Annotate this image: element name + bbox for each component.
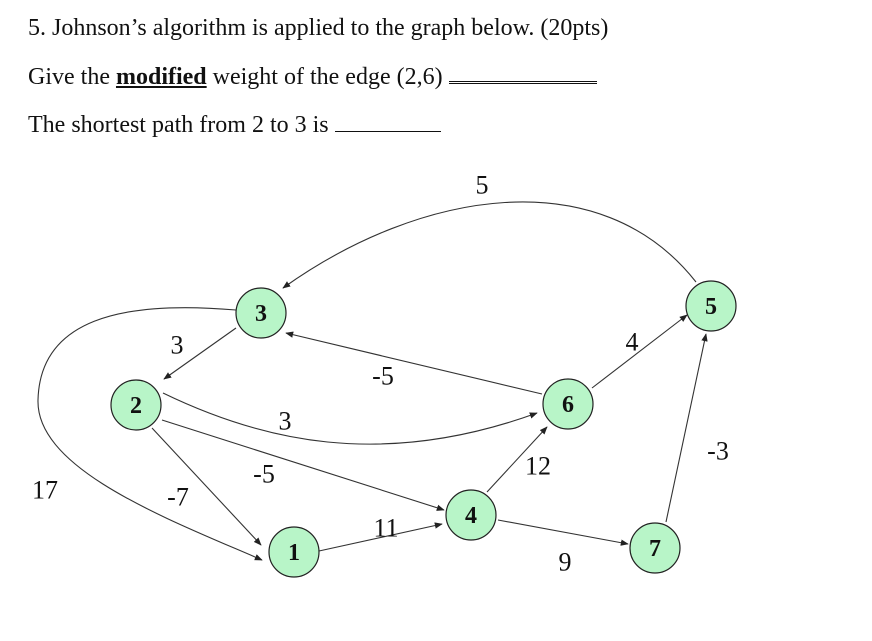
edge-7-5 (665, 333, 708, 523)
weight-label-4-6: 12 (525, 452, 551, 481)
weight-label-3-2: 3 (171, 331, 184, 360)
weight-label-6-3: -5 (372, 362, 394, 391)
node-1-label: 1 (288, 540, 300, 566)
weight-label-7-5: -3 (707, 437, 729, 466)
answer-blank-shortest-path[interactable] (334, 127, 441, 132)
weight-label-5-3: 5 (476, 171, 489, 200)
question-modified-weight: Give the modified weight of the edge (2,… (28, 64, 597, 91)
weight-label-6-5: 4 (626, 328, 639, 357)
answer-blank-modified-weight[interactable] (448, 77, 597, 84)
edge-4-7 (497, 519, 629, 546)
edge-6-3 (285, 331, 543, 395)
edge-3-2 (163, 327, 237, 380)
node-2: 2 (110, 379, 162, 431)
node-6-label: 6 (562, 392, 574, 418)
weight-label-2-6: 3 (279, 407, 292, 436)
node-6: 6 (542, 378, 594, 430)
shortest-path-text: The shortest path from 2 to 3 is (28, 112, 335, 138)
weight-label-3-1: 17 (32, 476, 58, 505)
weight-label-2-4: -5 (253, 460, 275, 489)
weight-label-1-4: 11 (373, 514, 398, 543)
edge-1-4 (318, 522, 443, 552)
edge-2-6 (162, 392, 538, 445)
modified-weight-suffix: weight of the edge (2,6) (206, 64, 449, 90)
node-5: 5 (685, 280, 737, 332)
edge-3-1 (37, 307, 263, 561)
edge-5-3 (282, 201, 697, 289)
question-shortest-path: The shortest path from 2 to 3 is (28, 112, 441, 139)
node-3: 3 (235, 287, 287, 339)
edge-4-6 (486, 426, 548, 493)
weight-label-4-7: 9 (559, 548, 572, 577)
question-title-text: 5. Johnson’s algorithm is applied to the… (28, 15, 609, 41)
node-1: 1 (268, 526, 320, 578)
edge-2-1 (151, 427, 262, 546)
node-2-label: 2 (130, 393, 142, 419)
modified-word: modified (115, 64, 207, 90)
node-7: 7 (629, 522, 681, 574)
node-4-label: 4 (465, 503, 477, 529)
node-7-label: 7 (649, 536, 661, 562)
node-5-label: 5 (705, 294, 717, 320)
modified-weight-prefix: Give the (28, 64, 116, 90)
node-3-label: 3 (255, 301, 267, 327)
edge-6-5 (591, 314, 688, 389)
weight-label-2-1: -7 (167, 483, 189, 512)
question-title: 5. Johnson’s algorithm is applied to the… (28, 15, 608, 42)
edge-2-4 (161, 419, 445, 511)
node-4: 4 (445, 489, 497, 541)
